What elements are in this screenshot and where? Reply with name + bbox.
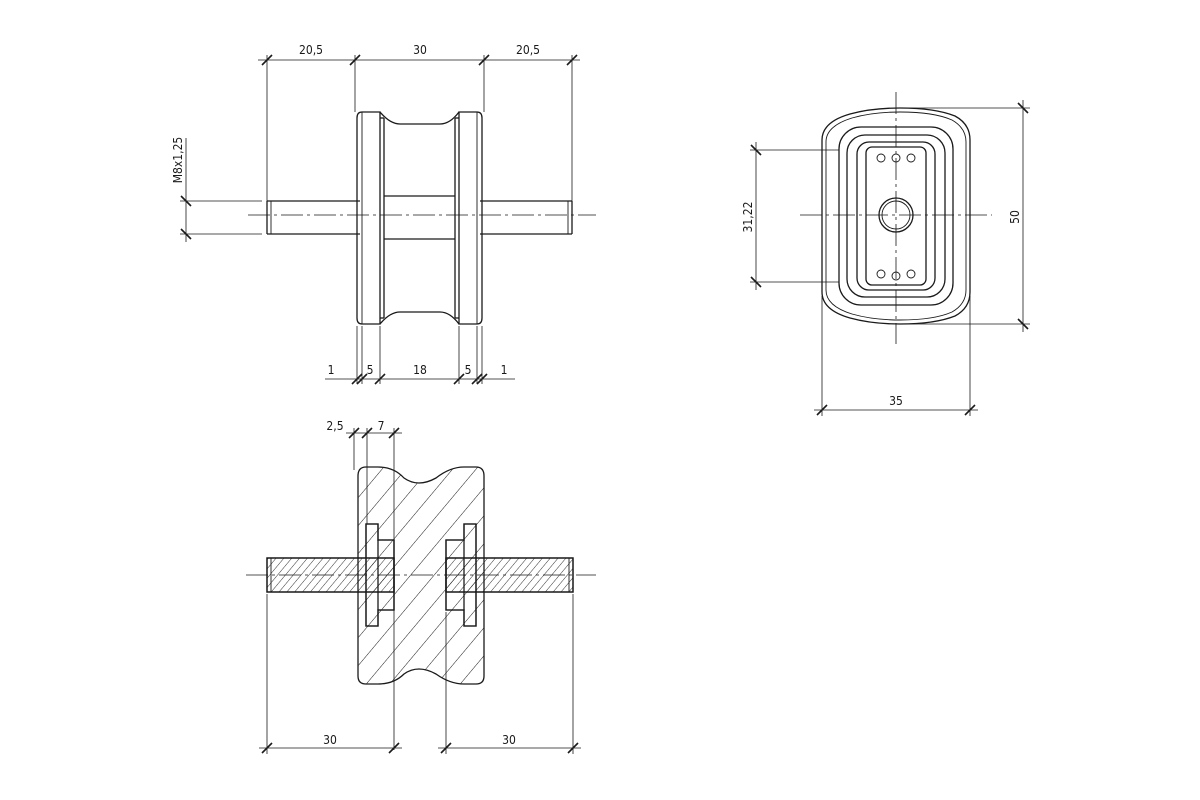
front-thread-dimension: M8x1,25 <box>171 137 262 242</box>
section-rubber-body <box>357 466 485 685</box>
dim-top-left: 20,5 <box>299 43 323 57</box>
front-bottom-dimensions: 1 5 18 5 1 <box>325 326 515 385</box>
side-center-boss <box>878 197 914 233</box>
front-left-stud <box>266 200 360 235</box>
section-right-bolt <box>445 557 574 593</box>
front-right-stud <box>480 200 573 235</box>
dim-2-5: 2,5 <box>326 419 343 433</box>
dim-width: 35 <box>889 394 903 408</box>
side-dim-50: 50 <box>900 100 1030 332</box>
front-view: 20,5 30 20,5 M8x1,25 <box>171 43 596 385</box>
dim-7: 7 <box>378 419 385 433</box>
dim-bot-1b: 1 <box>501 363 508 377</box>
dim-top-right: 20,5 <box>516 43 540 57</box>
side-layer-1 <box>838 126 954 306</box>
dim-bot-5b: 5 <box>465 363 472 377</box>
front-rubber-body <box>356 111 483 325</box>
dim-bot-5a: 5 <box>367 363 374 377</box>
section-view: 2,5 7 30 30 <box>246 419 596 754</box>
front-top-dimensions: 20,5 30 20,5 <box>258 43 580 201</box>
dim-height-inner: 31,22 <box>741 202 755 233</box>
section-bottom-dimensions: 30 30 <box>259 594 581 754</box>
side-rivet-holes <box>876 153 916 281</box>
side-outer-flange <box>821 107 971 325</box>
thread-label: M8x1,25 <box>171 137 185 184</box>
dim-bot-18: 18 <box>413 363 427 377</box>
dim-right-30: 30 <box>502 733 516 747</box>
side-plate <box>865 146 927 286</box>
dim-top-mid: 30 <box>413 43 427 57</box>
dim-left-30: 30 <box>323 733 337 747</box>
section-top-dimensions: 2,5 7 <box>326 419 402 750</box>
side-dim-35: 35 <box>814 296 978 416</box>
side-layer-3 <box>856 141 936 291</box>
side-view: 31,22 50 35 <box>741 92 1030 416</box>
dim-bot-1a: 1 <box>328 363 335 377</box>
section-left-bolt <box>266 557 395 593</box>
dim-height: 50 <box>1008 210 1022 224</box>
side-layer-2 <box>846 134 946 298</box>
side-dim-31-22: 31,22 <box>741 142 839 290</box>
